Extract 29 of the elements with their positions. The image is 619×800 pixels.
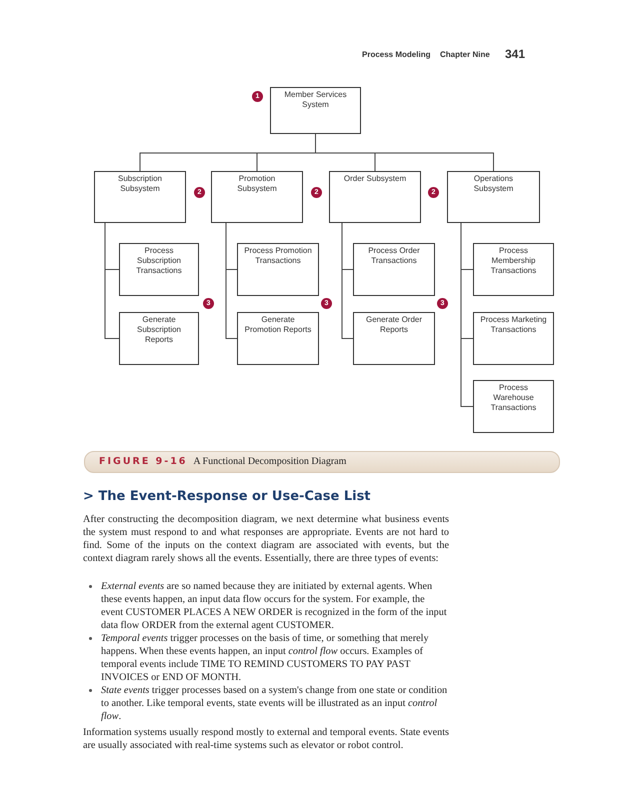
connector-line — [460, 222, 474, 407]
process-box: Process Subscription Transactions — [119, 243, 199, 296]
running-header: Process Modeling — [362, 50, 430, 59]
running-header: Chapter Nine — [440, 50, 490, 59]
connector-line — [315, 134, 494, 172]
process-box: Process Marketing Transactions — [473, 312, 554, 365]
process-box: Order Subsystem — [329, 171, 421, 223]
list-item: Temporal events trigger processes on the basis of time, or something that merely happens. When these events happen, an input control flow occurs. Examples of temporal events include TIME TO REMIND CUSTOMERS TO PAY PAST INVOICES or END OF MONTH. — [101, 632, 430, 684]
connector-line — [104, 222, 120, 339]
paragraph: After constructing the decomposition diagram, we next determine what business events the system must respond to and what responses are appropriate. Events are not hard to find. Some of the inputs on the context diagram are associated with events, but the context diagram rarely shows all the events. Essentially, there are three types of events: — [83, 513, 449, 565]
connector-line — [226, 222, 238, 339]
process-box: Generate Order Reports — [353, 312, 435, 365]
page-number: 341 — [505, 47, 526, 61]
list-item: External events are so named because they are initiated by external agents. When these events happen, an input data flow occurs for the system. For example, the event CUSTOMER PLACES A NEW ORDER is recognized in the form of the input data flow ORDER from the external agent CUSTOMER. — [101, 580, 448, 632]
paragraph: Information systems usually respond mostly to external and temporal events. State events are usually associated with real-time systems such as elevator or robot control. — [83, 726, 449, 752]
process-box: Operations Subsystem — [447, 171, 540, 223]
figure-caption: FIGURE 9-16 A Functional Decomposition Diagram — [84, 451, 560, 473]
process-box: Generate Subscription Reports — [119, 312, 199, 365]
section-heading: > The Event-Response or Use-Case List — [83, 489, 371, 504]
process-box: Member Services System — [270, 87, 361, 134]
process-box: Subscription Subsystem — [94, 171, 186, 223]
process-box: Process Order Transactions — [353, 243, 435, 296]
process-box: Process Promotion Transactions — [237, 243, 319, 296]
process-box: Promotion Subsystem — [211, 171, 303, 223]
connector-line — [342, 222, 354, 339]
process-box: Process Membership Transactions — [473, 243, 554, 296]
process-box: Process Warehouse Transactions — [473, 380, 554, 433]
process-box: Generate Promotion Reports — [237, 312, 319, 365]
list-item: State events trigger processes based on a system's change from one state or condition to another. Like temporal events, state events will be illustrated as an input control flow. — [101, 684, 448, 723]
